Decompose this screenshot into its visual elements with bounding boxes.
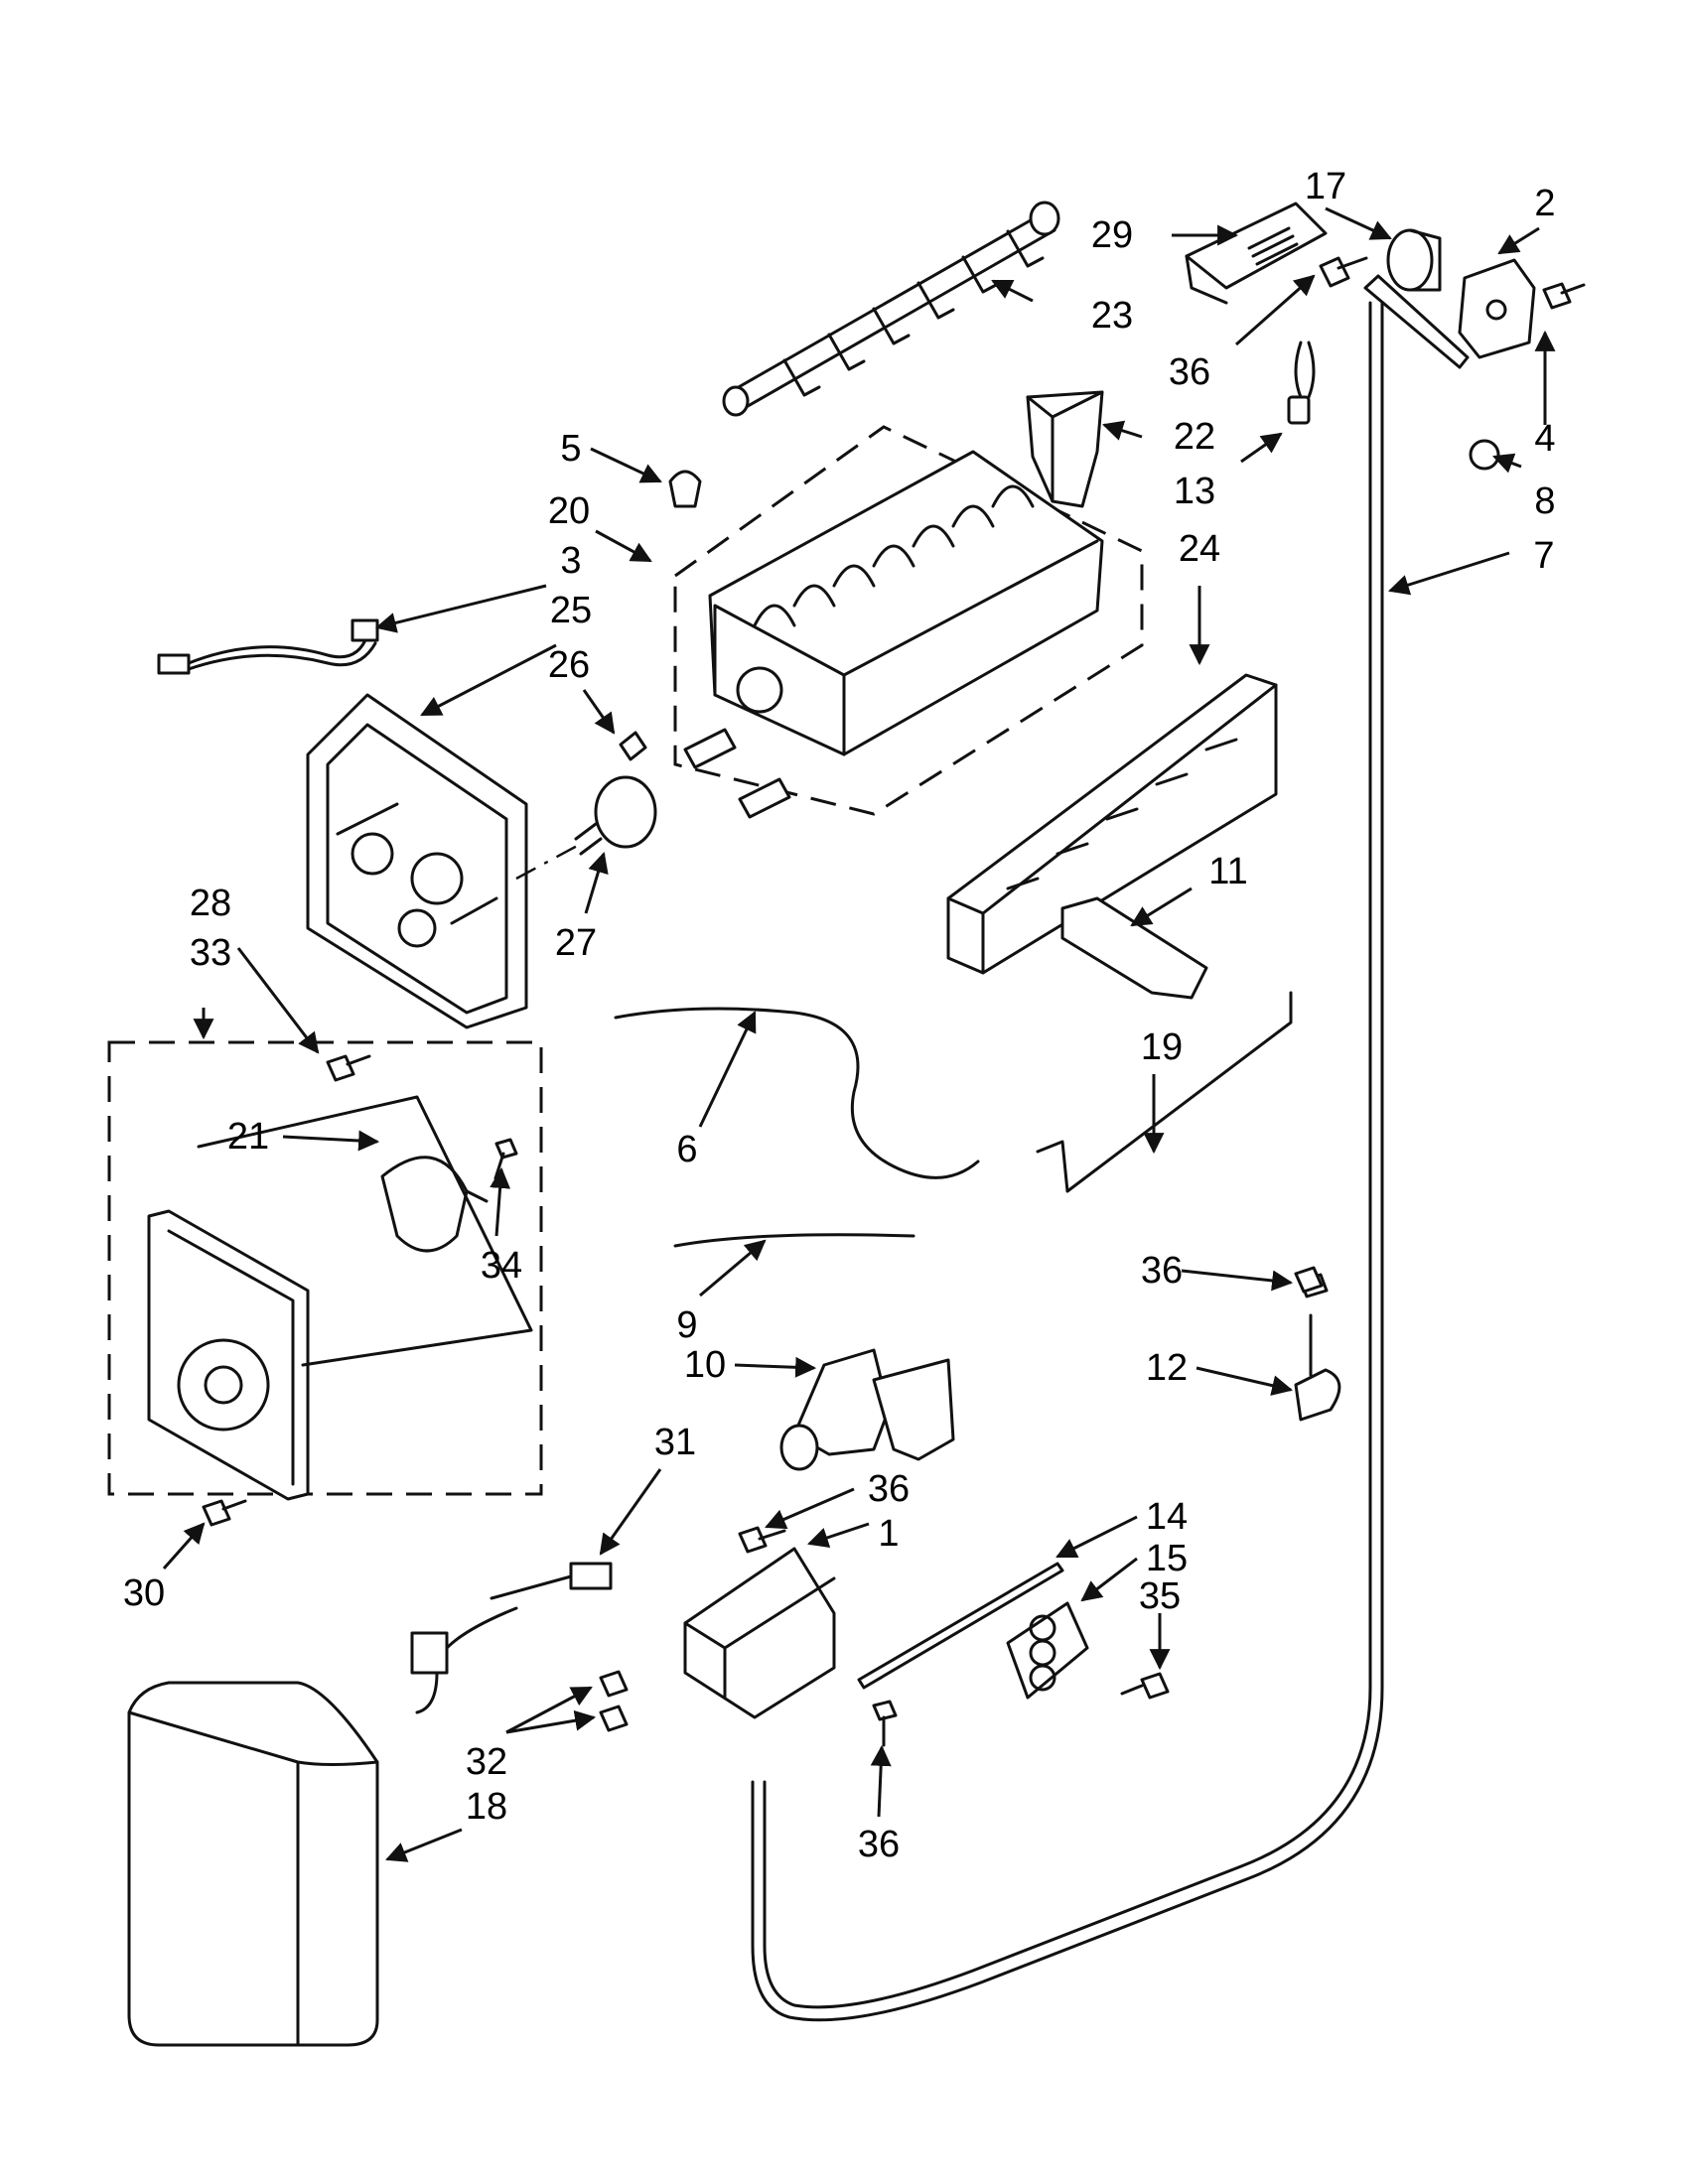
mold-dashed-boundary <box>673 425 1144 816</box>
callout-7: 7 <box>1533 535 1554 577</box>
shutoff-arm-19-part <box>1036 991 1293 1193</box>
module-front-part <box>147 1209 310 1501</box>
stripper-part <box>946 673 1278 975</box>
callout-17: 17 <box>1305 166 1346 207</box>
thermostat-27-part <box>574 775 657 856</box>
bracket-11-part <box>1060 896 1208 1000</box>
screw-28-part <box>326 1054 371 1082</box>
sensor-wire-6-part <box>614 1007 980 1179</box>
switch-26-part <box>619 731 647 761</box>
strip-14-part <box>857 1562 1064 1690</box>
leader-arrows <box>162 206 1556 1862</box>
callout-12: 12 <box>1146 1347 1188 1389</box>
motor-21-part <box>380 1156 489 1253</box>
callout-35: 35 <box>1139 1575 1181 1617</box>
fill-tube-part <box>751 274 1470 2022</box>
callout-1: 1 <box>878 1513 899 1555</box>
callout-3: 3 <box>560 540 581 582</box>
callout-6: 6 <box>676 1129 697 1170</box>
screw-30-part <box>202 1499 247 1527</box>
callout-8: 8 <box>1534 480 1555 522</box>
tube-9-part <box>673 1233 915 1248</box>
callout-21: 21 <box>227 1116 269 1158</box>
fill-cup-part <box>1386 228 1442 292</box>
callout-10: 10 <box>684 1344 726 1386</box>
wire-lead-part <box>1287 341 1316 425</box>
callout-28: 28 <box>190 883 231 924</box>
callout-29: 29 <box>1091 214 1133 256</box>
module-assembly-boundary <box>107 1040 543 1496</box>
callout-34: 34 <box>481 1245 522 1287</box>
callout-22: 22 <box>1174 416 1215 458</box>
callout-36-bottom: 36 <box>858 1824 900 1865</box>
bracket-1-part <box>683 1547 836 1719</box>
callout-24: 24 <box>1179 528 1220 570</box>
callout-33: 33 <box>190 932 231 974</box>
clip-15-part <box>1006 1601 1089 1700</box>
screw-36c-part <box>872 1700 898 1747</box>
callout-13: 13 <box>1174 471 1215 512</box>
callout-31: 31 <box>654 1422 696 1463</box>
wire-harness-part <box>157 618 379 675</box>
callout-18: 18 <box>466 1786 507 1828</box>
clamp-12-part <box>1294 1273 1341 1422</box>
mounting-plate-part <box>1458 258 1536 359</box>
callout-2: 2 <box>1534 183 1555 224</box>
wire-harness-31-part <box>410 1562 613 1714</box>
callout-15: 15 <box>1146 1538 1188 1579</box>
callout-labels: 29 17 2 23 36 22 4 5 13 8 20 24 7 3 25 2… <box>123 166 1556 1865</box>
callout-11: 11 <box>1208 851 1247 892</box>
screws-32-part <box>599 1670 629 1732</box>
callout-32: 32 <box>466 1741 507 1783</box>
callout-36-valve: 36 <box>868 1468 910 1510</box>
cover-18-part <box>127 1681 379 2047</box>
callout-5: 5 <box>560 428 581 470</box>
callout-4: 4 <box>1534 418 1555 460</box>
mold-tray-part <box>683 450 1104 819</box>
ejector-shaft-part <box>722 201 1060 417</box>
callout-14: 14 <box>1146 1496 1188 1538</box>
callout-23: 23 <box>1091 295 1133 337</box>
clip-5-part <box>668 470 702 508</box>
callout-25: 25 <box>550 590 592 631</box>
callout-19: 19 <box>1141 1026 1183 1068</box>
cover-bracket-part <box>1185 202 1328 305</box>
water-valve-10-part <box>779 1348 955 1471</box>
callout-36-top: 36 <box>1169 351 1210 393</box>
screw-36a-part <box>1319 256 1368 288</box>
screw-35-part <box>1120 1672 1170 1700</box>
screw-4-part <box>1542 282 1586 310</box>
screw-36d-part <box>1294 1266 1324 1294</box>
assembly-outline <box>197 1095 533 1367</box>
callout-20: 20 <box>548 490 590 532</box>
ice-cup-part <box>1026 390 1104 508</box>
screw-36b-part <box>738 1526 786 1554</box>
callout-36-mid: 36 <box>1141 1250 1183 1292</box>
callout-26: 26 <box>548 644 590 686</box>
callout-9: 9 <box>676 1304 697 1346</box>
washer-8-part <box>1469 439 1500 471</box>
module-housing-part <box>306 693 528 1029</box>
callout-30: 30 <box>123 1572 165 1614</box>
axis-line <box>515 842 582 881</box>
callout-27: 27 <box>555 922 597 964</box>
screw-34-part <box>493 1138 518 1180</box>
